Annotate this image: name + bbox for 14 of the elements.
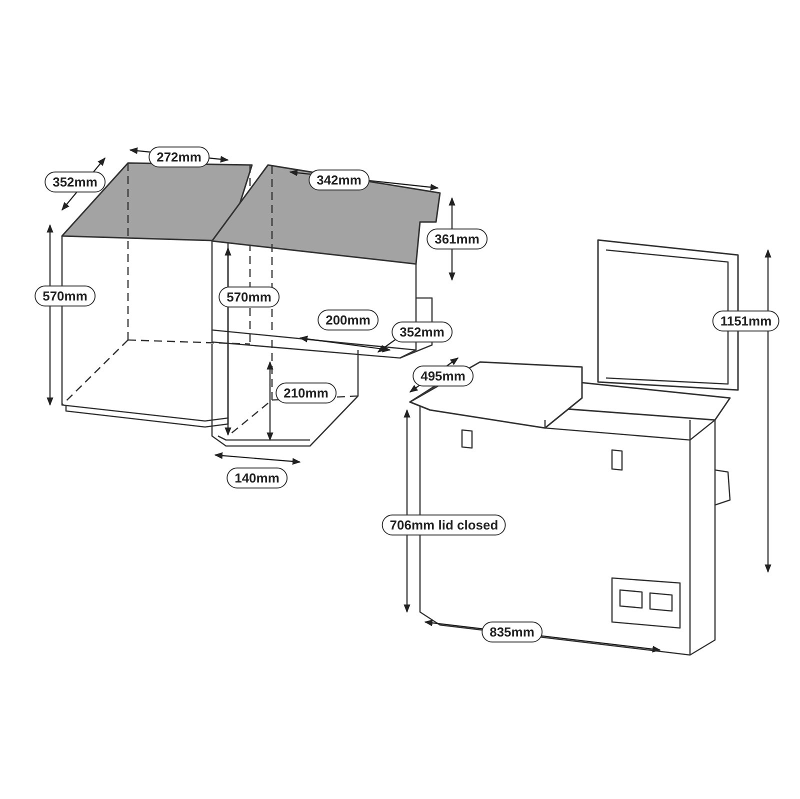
dimension-label: 352mm (44, 172, 106, 192)
dimension-label: 495mm (412, 366, 474, 386)
dimension-label: 210mm (276, 382, 336, 404)
dimension-label: 570mm (218, 286, 280, 308)
dimension-label: 706mm lid closed (382, 514, 506, 536)
dimension-label: 200mm (318, 310, 378, 330)
dimension-label: 570mm (34, 286, 96, 306)
dimension-label: 835mm (482, 622, 542, 642)
dimension-label: 140mm (226, 468, 288, 488)
dimension-label: 352mm (392, 322, 452, 342)
dimension-label: 342mm (308, 170, 370, 190)
dimension-label: 361mm (426, 228, 488, 250)
dimension-label: 272mm (148, 146, 210, 168)
dimension-label: 1151mm (712, 310, 780, 332)
